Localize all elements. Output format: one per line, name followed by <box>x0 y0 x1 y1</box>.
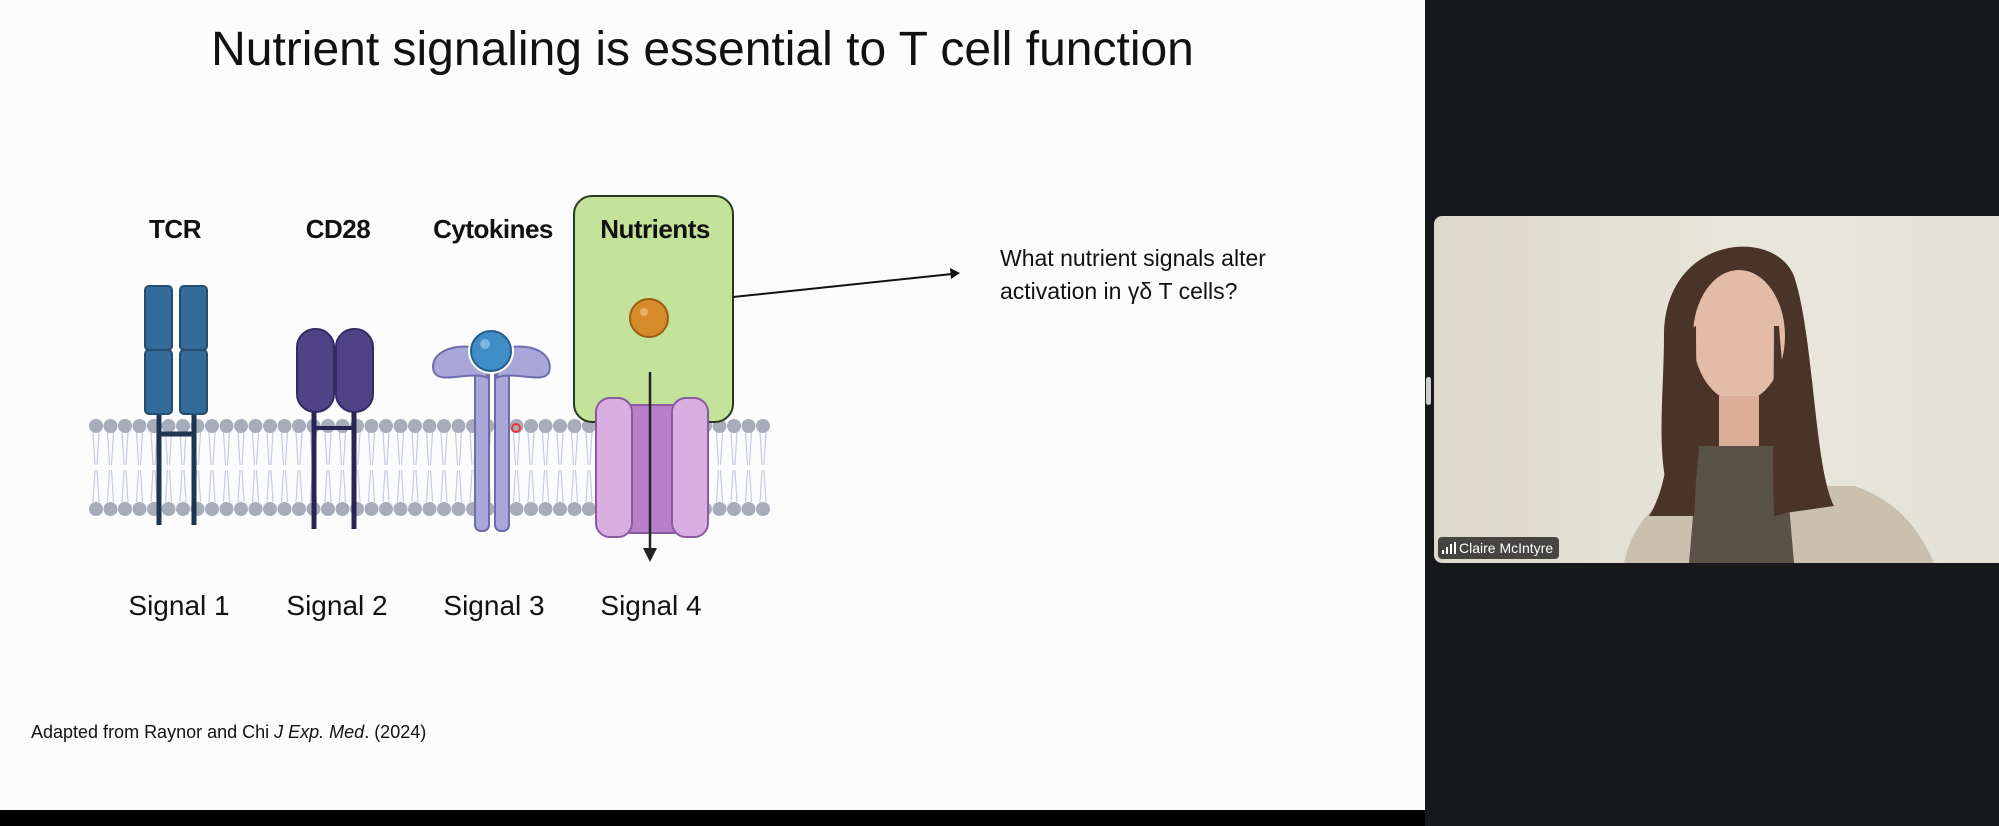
citation-authors: Adapted from Raynor and Chi <box>31 722 275 742</box>
signal-strength-icon <box>1442 542 1456 554</box>
signal-2-label: Signal 2 <box>286 590 388 621</box>
slide-title: Nutrient signaling is essential to T cel… <box>211 23 1194 76</box>
signal-3-label: Signal 3 <box>443 590 545 621</box>
label-cytokines: Cytokines <box>433 214 553 244</box>
signal-1-label: Signal 1 <box>128 590 230 621</box>
participant-video-feed <box>1624 246 1934 563</box>
label-cd28: CD28 <box>305 214 371 244</box>
nutrient-transporter-icon <box>573 195 734 562</box>
tcr-receptor-icon <box>144 285 208 525</box>
cytokine-receptor-icon <box>432 328 551 532</box>
question-line-2: activation in γδ T cells? <box>1000 278 1238 304</box>
participant-name-tag: Claire McIntyre <box>1438 537 1560 559</box>
question-line-1: What nutrient signals alter <box>1000 245 1266 271</box>
citation: Adapted from Raynor and Chi J Exp. Med. … <box>31 722 426 743</box>
citation-journal: J Exp. Med <box>274 722 365 742</box>
question-text: What nutrient signals alter activation i… <box>1000 242 1266 308</box>
t-cell-signaling-diagram <box>89 195 960 562</box>
label-tcr: TCR <box>149 214 201 244</box>
participant-name: Claire McIntyre <box>1459 540 1554 556</box>
panel-resize-handle[interactable] <box>1426 377 1431 405</box>
label-nutrients: Nutrients <box>600 214 710 244</box>
arrow-to-question <box>732 268 960 298</box>
signal-4-label: Signal 4 <box>600 590 702 621</box>
bottom-bar <box>0 810 1425 826</box>
cd28-receptor-icon <box>296 328 374 529</box>
presentation-slide: Nutrient signaling is essential to T cel… <box>0 0 1425 810</box>
laser-pointer-icon <box>511 423 521 433</box>
participant-video-tile[interactable]: Claire McIntyre <box>1434 216 1999 563</box>
citation-year: . (2024) <box>364 722 427 742</box>
